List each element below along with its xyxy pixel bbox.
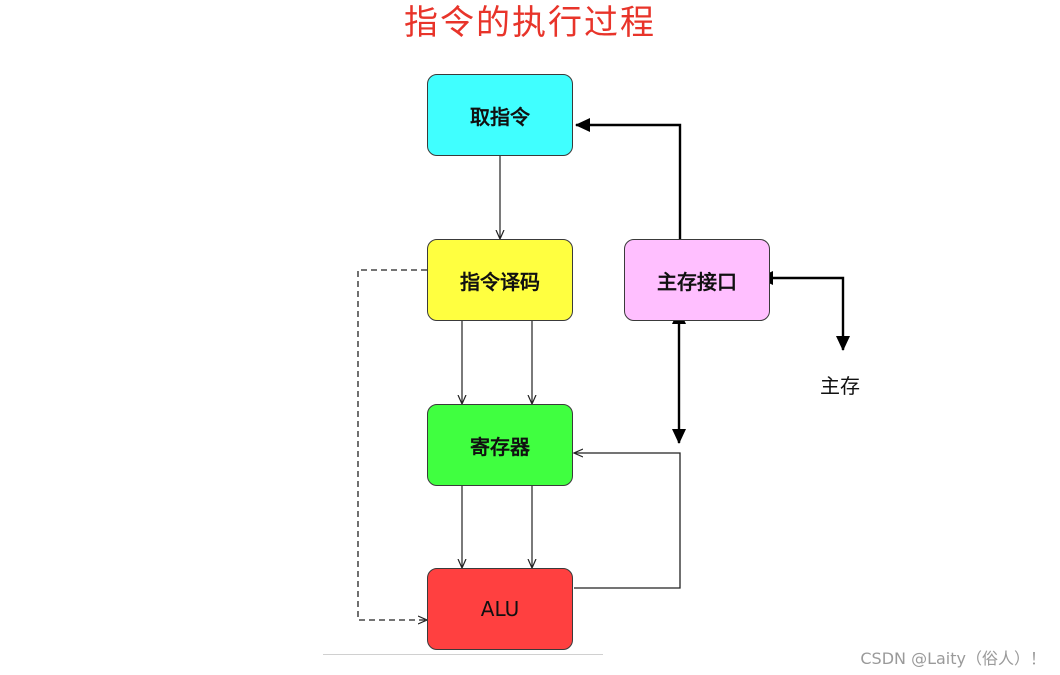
box-mem-if-label: 主存接口	[657, 269, 737, 294]
divider-line	[323, 654, 603, 655]
arrow-memif-main-memory	[758, 271, 850, 351]
arrow-memif-to-fetch	[575, 118, 682, 239]
box-instruction-decode: 指令译码	[427, 239, 573, 321]
dashed-arrow-decode-to-alu	[357, 269, 427, 620]
box-fetch-label: 取指令	[470, 104, 530, 129]
box-fetch-instruction: 取指令	[427, 74, 573, 156]
box-memory-interface: 主存接口	[624, 239, 770, 321]
watermark: CSDN @Laity（俗人）！	[860, 649, 1046, 668]
main-memory-label: 主存	[820, 374, 860, 398]
arrow-alu-to-register	[574, 453, 681, 589]
diagram-title: 指令的执行过程	[404, 3, 656, 43]
box-alu: ALU	[427, 568, 573, 650]
box-decode-label: 指令译码	[460, 269, 540, 294]
box-register-label: 寄存器	[470, 434, 530, 459]
box-register: 寄存器	[427, 404, 573, 486]
box-alu-label: ALU	[480, 597, 520, 621]
